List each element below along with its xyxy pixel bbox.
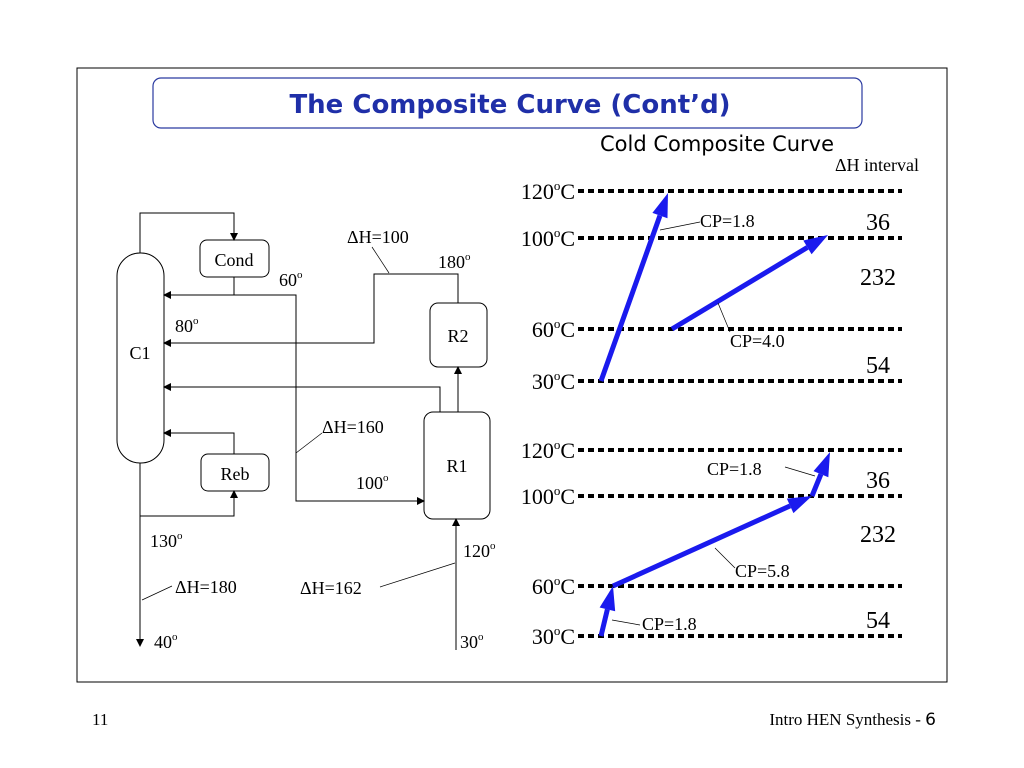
reboiler-label: Reb bbox=[221, 464, 250, 484]
composite-cp-leader-2 bbox=[714, 547, 736, 569]
temperature-label-120: 120oC bbox=[521, 178, 575, 204]
temperature-label-30: 30oC bbox=[532, 368, 575, 394]
temp-40: 40o bbox=[154, 631, 178, 652]
temp-180: 180o bbox=[438, 251, 471, 272]
reflux-line bbox=[163, 277, 235, 299]
dh180-label: ΔH=180 bbox=[175, 577, 237, 597]
interval-dh-2: 232 bbox=[860, 265, 896, 291]
interval-dh-1: 36 bbox=[866, 468, 890, 494]
page-title: The Composite Curve (Cont’d) bbox=[289, 90, 730, 120]
stream2-line bbox=[670, 245, 809, 332]
temperature-label-120: 120oC bbox=[521, 437, 575, 463]
temperature-label-100: 100oC bbox=[521, 225, 575, 251]
leader-dh160 bbox=[295, 432, 323, 454]
leader-dh162 bbox=[379, 562, 456, 588]
slide-frame bbox=[76, 67, 948, 683]
interval-header: ΔH interval bbox=[835, 155, 919, 175]
cp-leader-1 bbox=[659, 221, 701, 231]
title-box bbox=[152, 77, 863, 129]
temp-30: 30o bbox=[460, 631, 484, 652]
composite-cp-leader-3 bbox=[784, 466, 816, 477]
temp-60: 60o bbox=[279, 269, 303, 290]
composite-segment-1-arrowhead bbox=[599, 586, 616, 612]
r1-label: R1 bbox=[446, 456, 467, 476]
composite-cp-label-2: CP=5.8 bbox=[735, 561, 790, 581]
r2-label: R2 bbox=[447, 326, 468, 346]
temp-100: 100o bbox=[356, 472, 389, 493]
temperature-label-30: 30oC bbox=[532, 623, 575, 649]
stream1-arrowhead bbox=[652, 193, 668, 219]
leader-dh100 bbox=[371, 246, 390, 274]
cp-leader-2 bbox=[717, 302, 731, 333]
leader-dh180 bbox=[141, 585, 173, 601]
dh162-label: ΔH=162 bbox=[300, 578, 362, 598]
composite-cp-label-3: CP=1.8 bbox=[707, 459, 762, 479]
interval-dh-3: 54 bbox=[866, 608, 890, 634]
footer-text: Intro HEN Synthesis - 6 bbox=[769, 710, 936, 730]
composite-segment-2-arrowhead bbox=[786, 496, 812, 514]
overhead-line bbox=[139, 212, 238, 253]
process-flowsheet bbox=[116, 212, 491, 650]
composite-cp-leader-1 bbox=[611, 619, 641, 626]
subtitle: Cold Composite Curve bbox=[600, 132, 834, 156]
temperature-label-60: 60oC bbox=[532, 316, 575, 342]
composite-segment-1 bbox=[598, 608, 610, 637]
stream1-line bbox=[598, 214, 663, 382]
composite-cp-label-1: CP=1.8 bbox=[642, 614, 697, 634]
temp-120: 120o bbox=[463, 540, 496, 561]
interval-dh-3: 54 bbox=[866, 353, 890, 379]
condenser-label: Cond bbox=[214, 250, 253, 270]
composite-chart-2: 120oC100oC60oC30oC3623254CP=1.8CP=5.8CP=… bbox=[521, 437, 902, 649]
interval-dh-1: 36 bbox=[866, 210, 890, 236]
reboiler-return bbox=[163, 429, 235, 454]
composite-chart-1: 120oC 100oC 60oC 30oC 36 232 54 CP=1.8CP=4.0 bbox=[521, 178, 902, 394]
stream-60-to-r1 bbox=[234, 294, 425, 505]
interval-dh-2: 232 bbox=[860, 522, 896, 548]
temp-130: 130o bbox=[150, 530, 183, 551]
temperature-label-60: 60oC bbox=[532, 573, 575, 599]
stream1-cp-label: CP=1.8 bbox=[700, 211, 755, 231]
column-label: C1 bbox=[129, 343, 150, 363]
composite-segment-3 bbox=[809, 473, 824, 497]
page-number: 11 bbox=[92, 710, 108, 729]
bottoms-to-reboiler bbox=[139, 463, 238, 517]
r1-return-line bbox=[163, 383, 441, 412]
dh100-label: ΔH=100 bbox=[347, 227, 409, 247]
stream2-cp-label: CP=4.0 bbox=[730, 331, 785, 351]
composite-charts: 120oC100oC60oC30oC3623254CP=1.8CP=4.0120… bbox=[521, 178, 902, 649]
dh160-label: ΔH=160 bbox=[322, 417, 384, 437]
composite-segment-2 bbox=[611, 503, 792, 589]
stream2-arrowhead bbox=[803, 235, 828, 255]
r2-return-line bbox=[163, 273, 459, 347]
temperature-label-100: 100oC bbox=[521, 483, 575, 509]
composite-segment-3-arrowhead bbox=[813, 452, 830, 478]
temp-80: 80o bbox=[175, 315, 199, 336]
